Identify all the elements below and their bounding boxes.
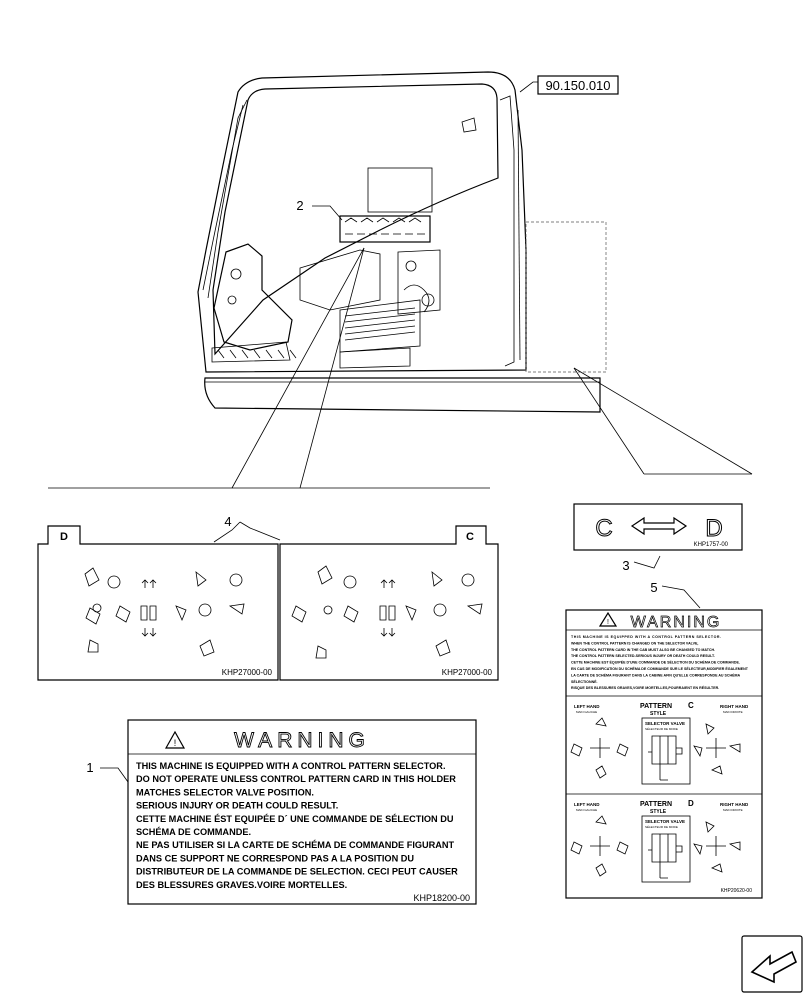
cab-illustration xyxy=(197,71,607,413)
warning-large-line: THIS MACHINE IS EQUIPPED WITH A CONTROL … xyxy=(136,761,446,771)
pattern-card-d: D KHP27000-00 xyxy=(37,525,279,681)
pattern-card-d-label: D xyxy=(60,531,68,543)
valve-schematic xyxy=(648,735,683,781)
section-style: STYLE xyxy=(650,711,667,717)
pattern-cards-code: KHP27000-00 xyxy=(222,668,273,677)
section-pattern: PATTERN xyxy=(640,703,672,710)
callout-2: 2 xyxy=(296,198,303,213)
section-left-hand: LEFT HAND xyxy=(574,704,600,709)
selector-d: D xyxy=(705,515,722,542)
navigation-arrow-icon[interactable] xyxy=(741,935,803,993)
leader-lines xyxy=(48,81,753,783)
selector-valve-diagram xyxy=(641,717,691,785)
warning-small-line: THIS MACHINE IS EQUIPPED WITH A CONTROL … xyxy=(571,635,721,639)
warning-small-line: THE CONTROL PATTERN SELECTED-SERIOUS INJ… xyxy=(571,654,715,658)
warning-label-large: ! WARNING THIS MACHINE IS EQUIPPED WITH … xyxy=(127,719,477,905)
warning-large-lines: THIS MACHINE IS EQUIPPED WITH A CONTROL … xyxy=(136,761,458,890)
section-valve: SELECTOR VALVE xyxy=(645,721,685,726)
warning-small-line: WHEN THE CONTROL PATTERN IS CHANGED ON T… xyxy=(571,641,698,645)
warning-small-lines: THIS MACHINE IS EQUIPPED WITH A CONTROL … xyxy=(571,635,749,690)
warning-triangle-icon xyxy=(164,730,186,749)
callout-3: 3 xyxy=(622,558,629,573)
warning-small-line: RISQUE DES BLESSURES GRAVES,VOIRE MORTEL… xyxy=(571,685,719,690)
pattern-card-c: C KHP27000-00 xyxy=(279,525,499,681)
valve-schematic xyxy=(648,833,683,879)
warning-large-line: CETTE MACHINE ÉST EQUIPÉE D´ UNE COMMAND… xyxy=(136,813,454,824)
selector-c: C xyxy=(595,515,612,542)
warning-small-code: KHP20620-00 xyxy=(721,888,753,894)
section-right-sub: MAIN DROITE xyxy=(723,710,743,714)
section-valve-sub: SÉLECTEUR DE MODE xyxy=(645,824,678,829)
section-right-hand: RIGHT HAND xyxy=(720,704,749,709)
warning-large-line: DES BLESSURES GRAVES.VOIRE MORTELLES. xyxy=(136,880,347,890)
callout-5: 5 xyxy=(650,580,657,595)
pattern-cards-code-2: KHP27000-00 xyxy=(442,668,493,677)
section-style: STYLE xyxy=(650,809,667,815)
selector-valve-diagram xyxy=(641,815,691,883)
section-letter: C xyxy=(688,701,694,710)
control-pattern-icons xyxy=(570,815,741,877)
pattern-card-c-label: C xyxy=(466,531,474,543)
callout-1: 1 xyxy=(86,760,93,775)
selector-code: KHP1757-00 xyxy=(694,542,729,548)
section-pattern: PATTERN xyxy=(640,801,672,808)
section-left-sub: MAIN GAUCHE xyxy=(576,710,597,714)
warning-small-line: LA CARTE DE SCHÉMA FIGURANT DANS LA CABI… xyxy=(571,672,741,677)
double-arrow-icon xyxy=(630,516,688,536)
warning-small-line: EN CAS DE MODIFICATION DU SCHÉMA DE COMM… xyxy=(571,666,749,671)
section-right-hand: RIGHT HAND xyxy=(720,802,749,807)
warning-large-line: DANS CE SUPPORT NE CORRESPOND PAS A LA P… xyxy=(136,853,414,863)
warning-small-line: CETTE MACHINE EST ÉQUIPÉE D'UNE COMMANDE… xyxy=(571,660,740,665)
warning-large-code: KHP18200-00 xyxy=(413,893,470,903)
warning-large-line: DO NOT OPERATE UNLESS CONTROL PATTERN CA… xyxy=(136,774,456,784)
section-valve-sub: SÉLECTEUR DE MODE xyxy=(645,726,678,731)
warning-exclaim: ! xyxy=(607,619,609,626)
callout-4: 4 xyxy=(224,514,231,529)
warning-large-line: SERIOUS INJURY OR DEATH COULD RESULT. xyxy=(136,801,338,811)
warning-large-line: MATCHES SELECTOR VALVE POSITION. xyxy=(136,787,314,797)
control-pattern-icons xyxy=(570,717,741,779)
section-left-sub: MAIN GAUCHE xyxy=(576,808,597,812)
warning-small-title: WARNING xyxy=(631,614,722,631)
warning-exclaim-large: ! xyxy=(174,738,177,748)
warning-label-small: ! WARNING THIS MACHINE IS EQUIPPED WITH … xyxy=(565,609,763,899)
warning-large-title: WARNING xyxy=(234,729,370,752)
section-letter: D xyxy=(688,799,694,808)
warning-large-line: SCHÉMA DE COMMANDE. xyxy=(136,826,251,837)
warning-large-line: DISTRIBUTEUR DE LA COMMANDE DE SELECTION… xyxy=(136,867,458,877)
section-left-hand: LEFT HAND xyxy=(574,802,600,807)
warning-triangle-icon xyxy=(598,611,618,627)
warning-large-line: NE PAS UTILISER SI LA CARTE DE SCHÉMA DE… xyxy=(136,839,455,850)
warning-small-line: SÉLECTIONNÉ. xyxy=(571,679,598,684)
warning-small-line: THE CONTROL PATTERN CARD IN THE CAB MUST… xyxy=(571,648,715,652)
section-valve: SELECTOR VALVE xyxy=(645,819,685,824)
section-right-sub: MAIN DROITE xyxy=(723,808,743,812)
selector-label: C D KHP1757-00 xyxy=(573,503,743,551)
reference-box xyxy=(537,75,619,95)
reference-number: 90.150.010 xyxy=(545,78,610,93)
